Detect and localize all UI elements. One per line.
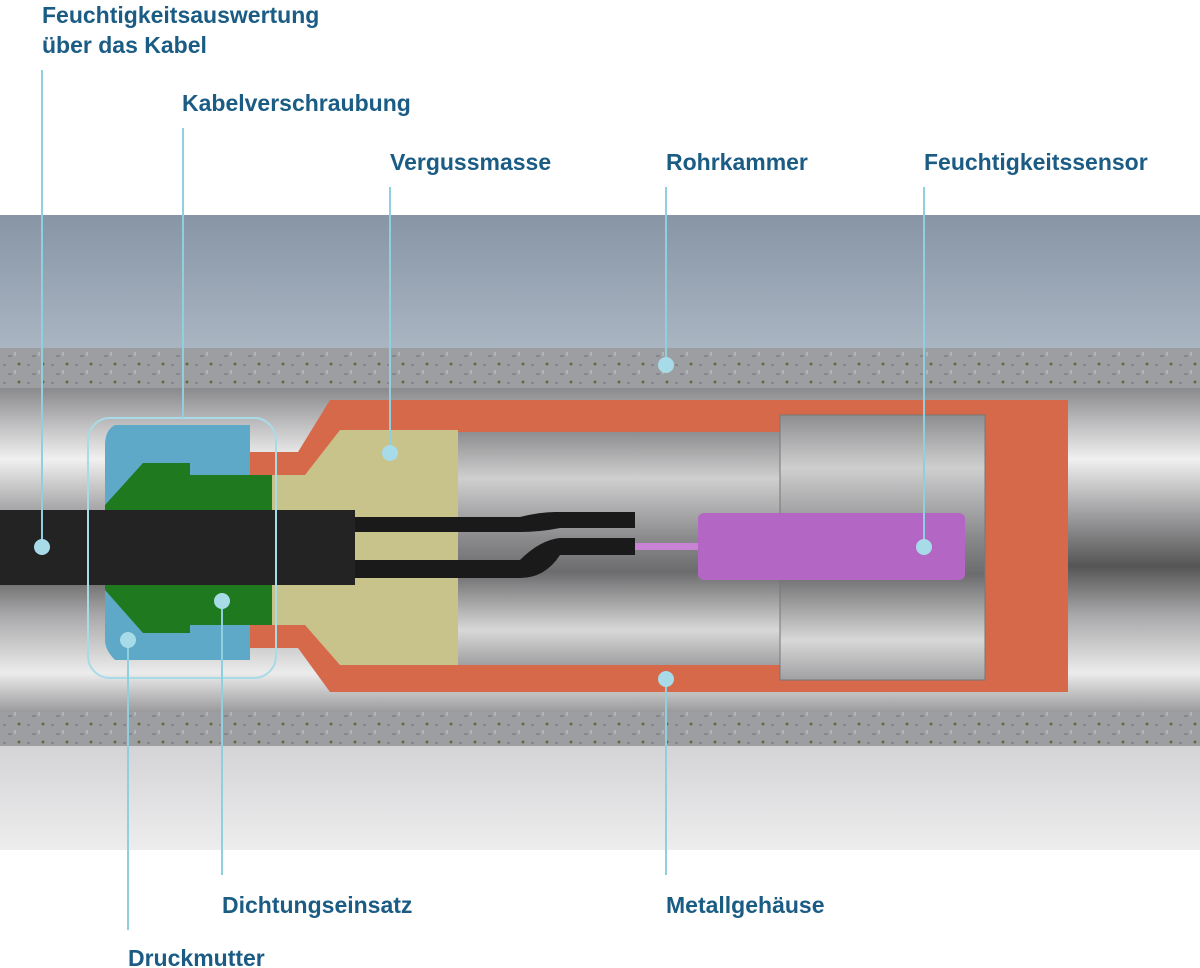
cable [0,510,355,585]
wire-lower [355,538,635,578]
wire-upper [355,512,635,532]
label-tube-chamber: Rohrkammer [666,149,808,175]
label-pressure-nut: Druckmutter [128,945,265,968]
sensor-probe [635,543,700,550]
label-metal-housing: Metallgehäuse [666,892,825,918]
concrete-layer-bottom [0,712,1200,746]
label-moisture-evaluation-line2: über das Kabel [42,32,207,58]
potting-compound [272,430,458,665]
moisture-sensor [698,513,965,580]
ground-background [0,746,1200,850]
label-moisture-sensor: Feuchtigkeitssensor [924,149,1148,175]
label-moisture-evaluation-line1: Feuchtigkeitsauswertung [42,2,320,28]
label-potting: Vergussmasse [390,149,552,175]
label-cable-gland: Kabelverschraubung [182,90,411,116]
concrete-layer-top [0,348,1200,388]
leader-lines [34,70,932,930]
soil-background [0,215,1200,348]
label-sealing-insert: Dichtungseinsatz [222,892,413,918]
